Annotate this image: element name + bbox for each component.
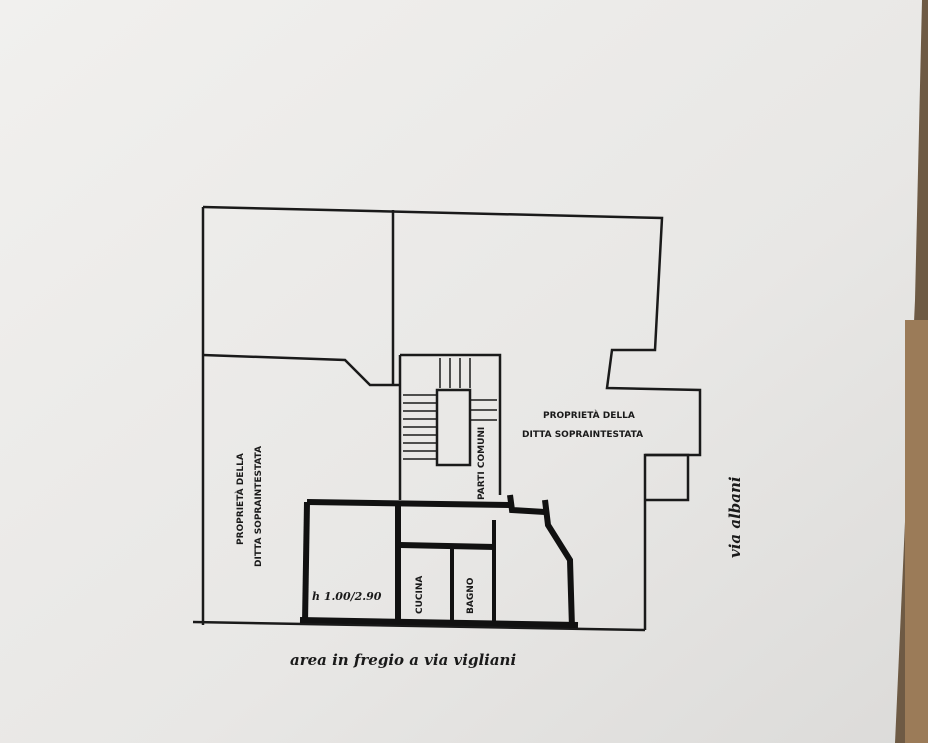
right-property-line2: DITTA SOPRAINTESTATA <box>522 430 643 440</box>
ceiling-height-label: h 1.00/2.90 <box>312 590 382 603</box>
left-property-line2: DITTA SOPRAINTESTATA <box>254 446 264 567</box>
right-street-label: via albani <box>726 476 744 558</box>
right-property-line1: PROPRIETÀ DELLA <box>543 409 635 421</box>
walls <box>192 205 702 632</box>
kitchen-label: CUCINA <box>415 576 425 614</box>
bathroom-label: BAGNO <box>466 577 476 614</box>
stairs <box>403 358 497 460</box>
common-parts-label: PARTI COMUNI <box>477 427 487 500</box>
apartment-walls <box>299 494 579 629</box>
left-property-line1: PROPRIETÀ DELLA <box>234 453 246 545</box>
bottom-street-label: area in fregio a via vigliani <box>290 651 516 669</box>
